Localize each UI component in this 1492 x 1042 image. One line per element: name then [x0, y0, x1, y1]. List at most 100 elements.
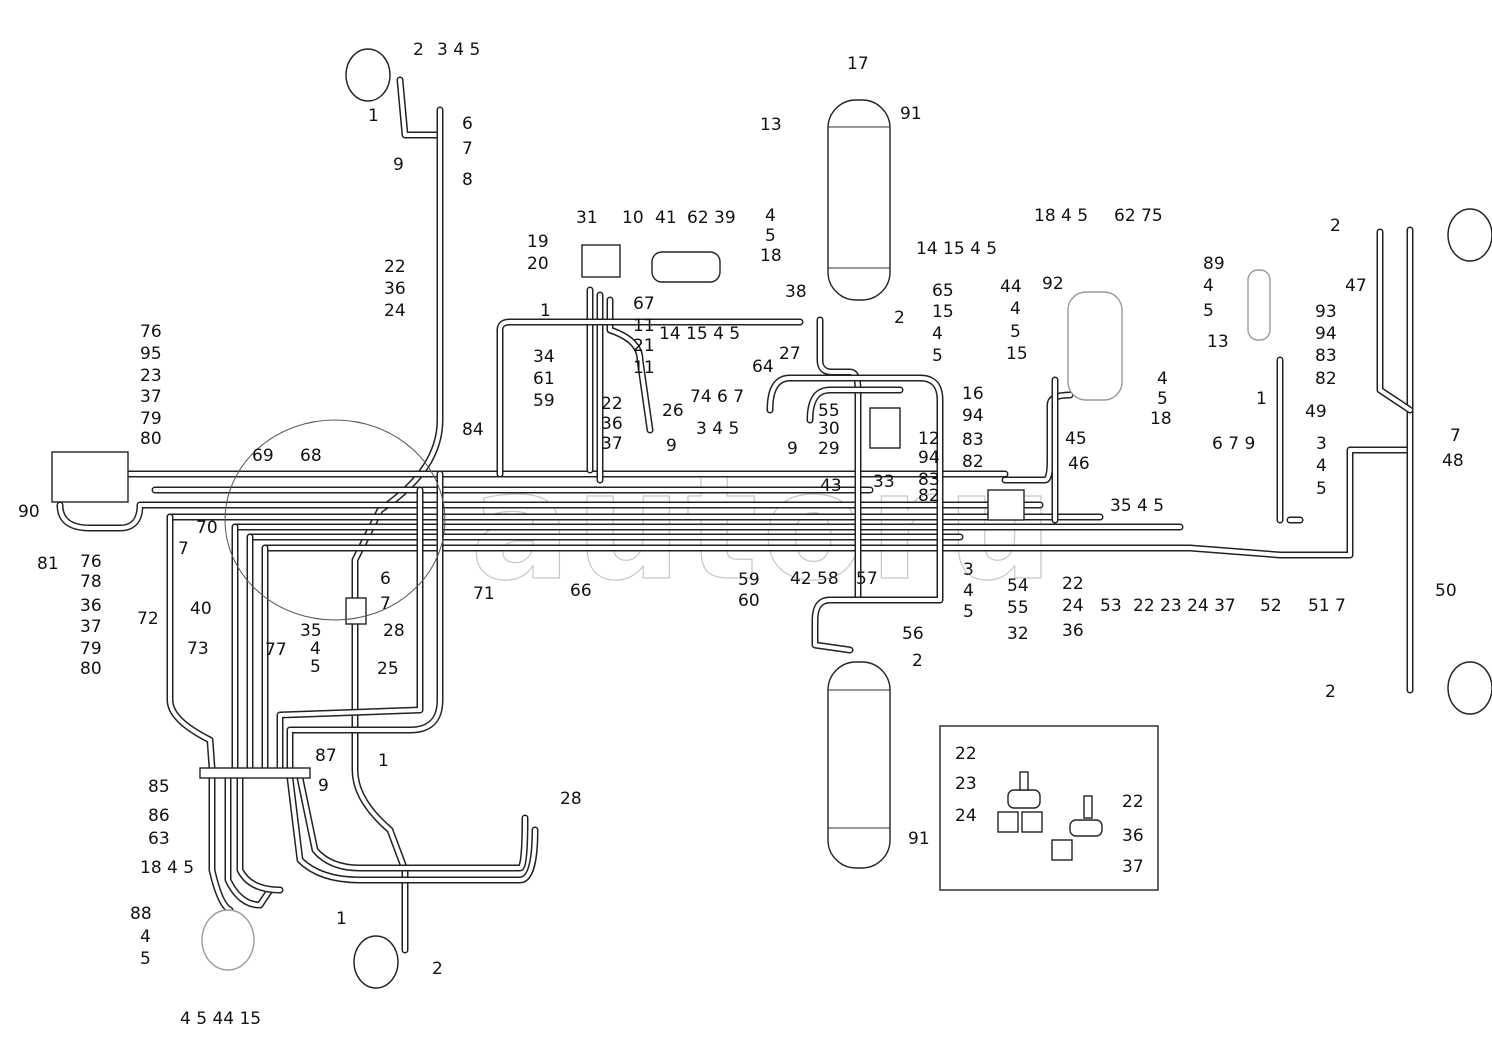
callout-label: 49	[1305, 402, 1327, 422]
callout-label: 61	[533, 369, 555, 389]
callout-label: 30	[818, 419, 840, 439]
brake-chamber-top-right	[1447, 208, 1492, 262]
callout-label: 34	[533, 347, 555, 367]
callout-label: 9	[666, 436, 677, 456]
callout-label: 45	[1065, 429, 1087, 449]
pipe-line	[210, 776, 232, 912]
callout-label: 62 39	[687, 208, 736, 228]
callout-label: 63	[148, 829, 170, 849]
callout-label: 54	[1007, 576, 1029, 596]
callout-label: 82	[962, 452, 984, 472]
bolt-22b	[1083, 795, 1093, 819]
callout-label: 22 23 24 37	[1133, 596, 1236, 616]
callout-label: 4	[140, 927, 151, 947]
callout-label: 70	[196, 518, 218, 538]
callout-label: 5	[765, 226, 776, 246]
callout-label: 2	[1325, 682, 1336, 702]
callout-label: 59	[533, 391, 555, 411]
callout-label: 4	[1203, 276, 1214, 296]
callout-label: 16	[962, 384, 984, 404]
small-tank	[651, 251, 721, 283]
valve-28	[345, 597, 367, 625]
callout-label: 50	[1435, 581, 1457, 601]
clamp-23	[1007, 789, 1041, 809]
pipe-line	[238, 776, 282, 892]
pipe-line	[278, 488, 422, 770]
callout-label: 9	[787, 439, 798, 459]
callout-label: 90	[18, 502, 40, 522]
callout-label: 82	[918, 486, 940, 506]
callout-label: 13	[760, 115, 782, 135]
callout-label: 86	[148, 806, 170, 826]
callout-label: 24	[955, 806, 977, 826]
callout-label: 88	[130, 904, 152, 924]
callout-label: 53	[1100, 596, 1122, 616]
callout-label: 83	[962, 430, 984, 450]
callout-label: 93	[1315, 302, 1337, 322]
callout-label: 27	[779, 344, 801, 364]
pipe-line	[608, 298, 652, 432]
callout-label: 4	[932, 324, 943, 344]
pipe-line	[816, 316, 862, 604]
pipe-line	[288, 472, 442, 770]
callout-label: 46	[1068, 454, 1090, 474]
callout-label: 77	[265, 640, 287, 660]
control-box	[51, 451, 129, 503]
pipe-line	[58, 503, 1042, 530]
callout-label: 4	[310, 639, 321, 659]
watermark-ellipse	[224, 419, 446, 621]
callout-label: 37	[140, 387, 162, 407]
callout-label: 5	[963, 602, 974, 622]
callout-label: 47	[1345, 276, 1367, 296]
callout-label: 2	[1330, 216, 1341, 236]
callout-label: 62 75	[1114, 206, 1163, 226]
callout-label: 36	[601, 414, 623, 434]
callout-label: 29	[818, 439, 840, 459]
valve-block-54	[987, 489, 1025, 521]
callout-label: 68	[300, 446, 322, 466]
callout-label: 37	[1122, 857, 1144, 877]
callout-label: 94	[962, 406, 984, 426]
callout-label: 48	[1442, 451, 1464, 471]
callout-label: 35 4 5	[1110, 496, 1165, 516]
callout-label: 23	[955, 774, 977, 794]
callout-label: 31	[576, 208, 598, 228]
callout-label: 82	[1315, 369, 1337, 389]
callout-label: 14 15 4 5	[916, 239, 998, 259]
callout-label: 36	[1062, 621, 1084, 641]
callout-label: 43	[820, 476, 842, 496]
pipe-line	[263, 448, 1412, 557]
callout-label: 74 6 7	[690, 387, 745, 407]
air-tank-bottom	[827, 661, 891, 869]
callout-label: 22	[601, 394, 623, 414]
callout-label: 11	[633, 358, 655, 378]
callout-label: 7	[1450, 426, 1461, 446]
callout-label: 15	[1006, 344, 1028, 364]
pipe-line	[168, 515, 214, 770]
callout-label: 1	[540, 301, 551, 321]
callout-label: 83	[1315, 346, 1337, 366]
pipe-line	[1376, 228, 1414, 414]
callout-label: 19	[527, 232, 549, 252]
pipe-line	[296, 774, 529, 872]
pipe-line	[818, 318, 860, 602]
callout-label: 1	[368, 106, 379, 126]
callout-label: 11	[633, 316, 655, 336]
callout-label: 6	[462, 114, 473, 134]
callout-label: 14 15 4 5	[659, 324, 741, 344]
callout-label: 9	[393, 155, 404, 175]
clamp-24a	[997, 811, 1019, 833]
callout-label: 80	[140, 429, 162, 449]
callout-label: 10	[622, 208, 644, 228]
callout-label: 55	[818, 401, 840, 421]
callout-label: 22	[955, 744, 977, 764]
callout-label: 7	[380, 594, 391, 614]
callout-label: 81	[37, 554, 59, 574]
callout-label: 94	[918, 448, 940, 468]
callout-label: 65	[932, 281, 954, 301]
callout-label: 36	[384, 279, 406, 299]
callout-label: 36	[80, 596, 102, 616]
pipe-line	[298, 776, 527, 870]
callout-label: 42 58	[790, 569, 839, 589]
callout-label: 3	[1316, 434, 1327, 454]
